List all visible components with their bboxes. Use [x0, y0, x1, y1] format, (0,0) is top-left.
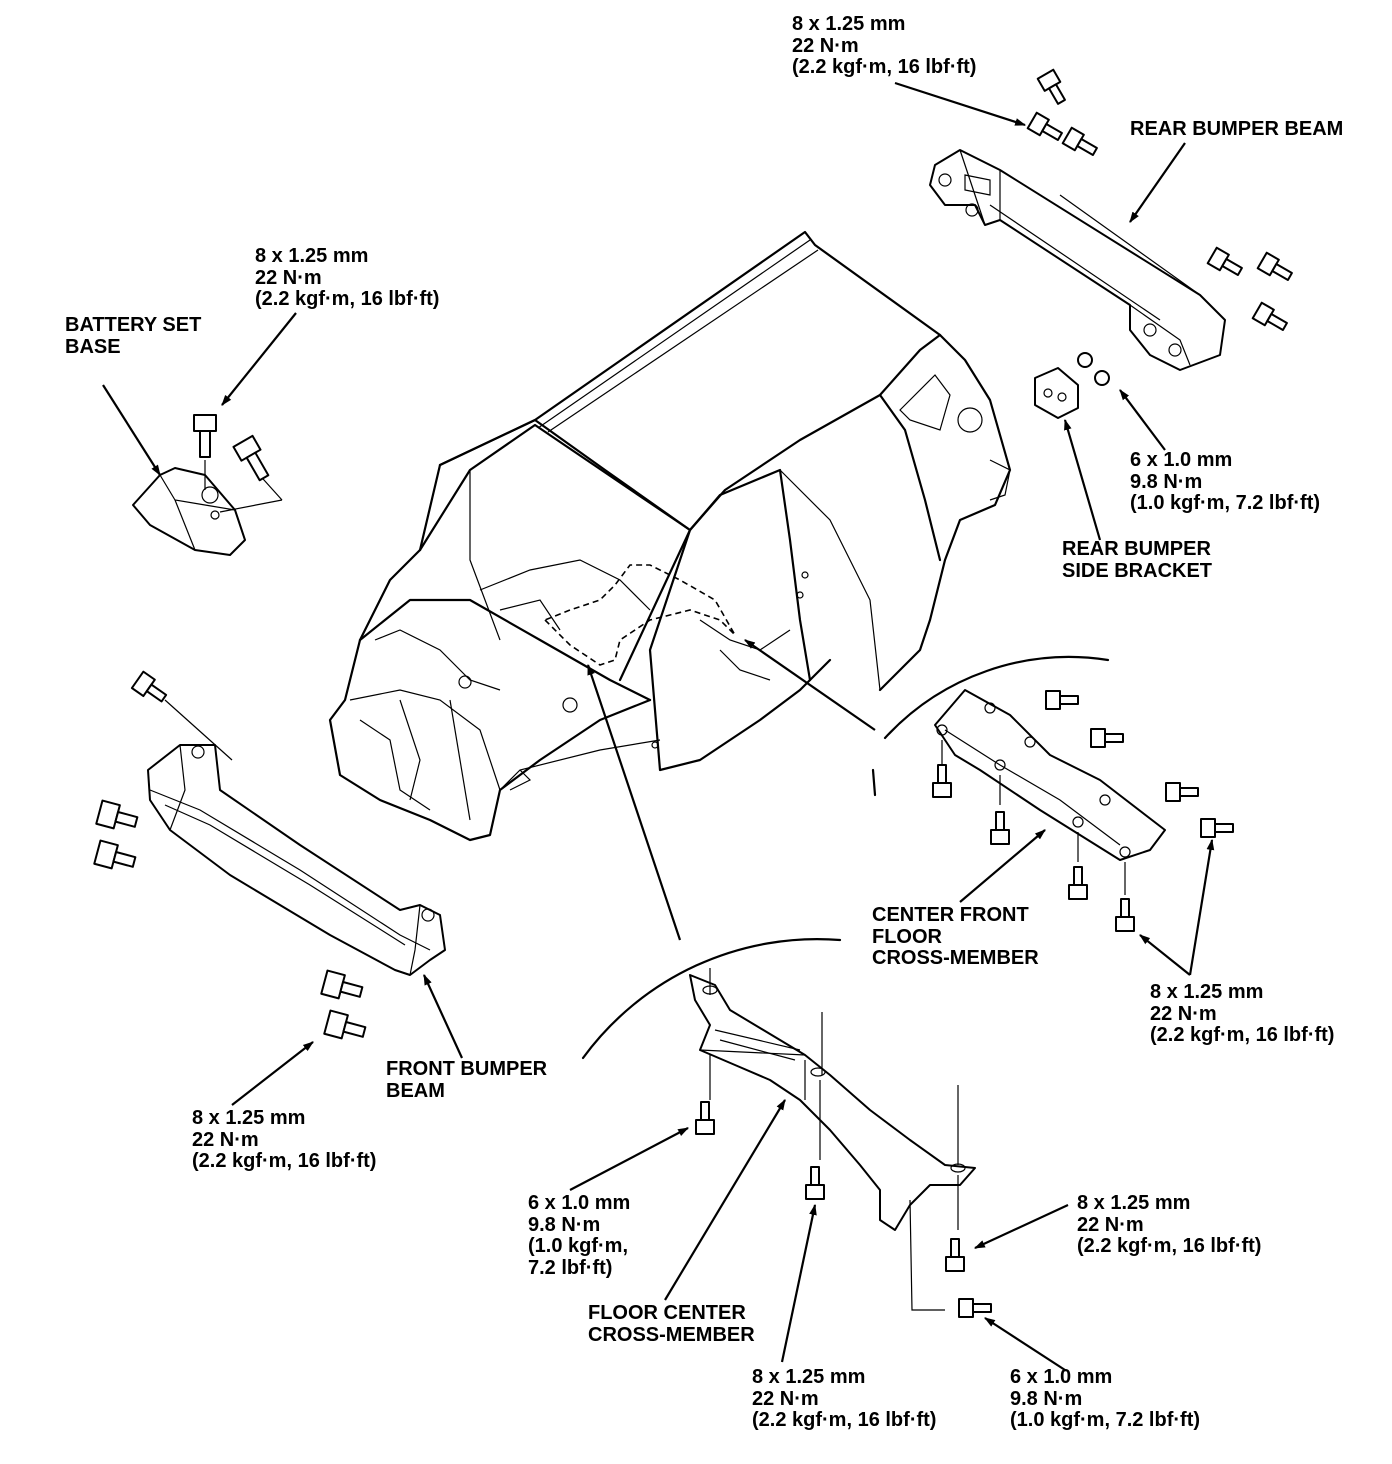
- leader-lines: [102, 81, 1215, 1371]
- bolt: [1165, 782, 1199, 802]
- bolt-group: [93, 68, 1293, 1318]
- bolt: [1026, 111, 1063, 141]
- battery-set-base-torque-label: 8 x 1.25 mm 22 N·m (2.2 kgf·m, 16 lbf·ft…: [255, 245, 440, 310]
- bolt: [695, 1101, 715, 1135]
- front-bumper-beam-torque-label: 8 x 1.25 mm 22 N·m (2.2 kgf·m, 16 lbf·ft…: [192, 1107, 377, 1172]
- bolt: [945, 1238, 965, 1272]
- center-front-floor-torque-label: 8 x 1.25 mm 22 N·m (2.2 kgf·m, 16 lbf·ft…: [1150, 981, 1335, 1046]
- floor-center-cross-member-part: [581, 938, 976, 1311]
- bolt: [1036, 68, 1066, 105]
- body-shell: [328, 230, 1012, 842]
- bolt: [130, 670, 168, 703]
- rear-bumper-beam-part: [929, 149, 1226, 371]
- bolt: [1061, 126, 1098, 156]
- bolt: [1090, 728, 1124, 748]
- bolt: [232, 434, 270, 482]
- bolt: [805, 1166, 825, 1200]
- floor-center-small-bolt-torque-label: 6 x 1.0 mm 9.8 N·m (1.0 kgf·m, 7.2 lbf·f…: [528, 1192, 631, 1279]
- bolt: [958, 1298, 992, 1318]
- bolt: [1206, 246, 1243, 276]
- center-front-floor-cross-member-part: [871, 655, 1166, 895]
- rear-bumper-beam-torque-label: 8 x 1.25 mm 22 N·m (2.2 kgf·m, 16 lbf·ft…: [792, 13, 977, 78]
- floor-center-right-small-torque-label: 6 x 1.0 mm 9.8 N·m (1.0 kgf·m, 7.2 lbf·f…: [1010, 1366, 1201, 1431]
- front-bumper-beam-part: [147, 699, 446, 976]
- bolt: [1068, 866, 1088, 900]
- bolt: [1251, 301, 1288, 331]
- floor-center-cross-member-label: FLOOR CENTER CROSS-MEMBER: [588, 1302, 755, 1346]
- bolt: [1256, 251, 1293, 281]
- bolt: [95, 799, 139, 830]
- floor-center-lower-torque-label: 8 x 1.25 mm 22 N·m (2.2 kgf·m, 16 lbf·ft…: [752, 1366, 937, 1431]
- rear-bumper-beam-label: REAR BUMPER BEAM: [1130, 118, 1344, 140]
- bolt: [323, 1009, 367, 1040]
- bolt: [990, 811, 1010, 845]
- bolt: [1200, 818, 1234, 838]
- rear-bumper-side-bracket-part: [1034, 367, 1079, 419]
- rear-bumper-side-bracket-torque-label: 6 x 1.0 mm 9.8 N·m (1.0 kgf·m, 7.2 lbf·f…: [1130, 449, 1321, 514]
- battery-set-base-label: BATTERY SET BASE: [65, 314, 202, 358]
- rear-bumper-side-bracket-label: REAR BUMPER SIDE BRACKET: [1062, 538, 1213, 582]
- front-bumper-beam-label: FRONT BUMPER BEAM: [386, 1058, 548, 1102]
- bolt: [1045, 690, 1079, 710]
- bolt: [1115, 898, 1135, 932]
- bolt: [193, 414, 217, 458]
- bolt: [93, 839, 137, 870]
- bolt: [932, 764, 952, 798]
- bolt: [320, 969, 364, 1000]
- center-front-floor-cross-member-label: CENTER FRONT FLOOR CROSS-MEMBER: [872, 904, 1039, 969]
- floor-center-right-torque-label: 8 x 1.25 mm 22 N·m (2.2 kgf·m, 16 lbf·ft…: [1077, 1192, 1262, 1257]
